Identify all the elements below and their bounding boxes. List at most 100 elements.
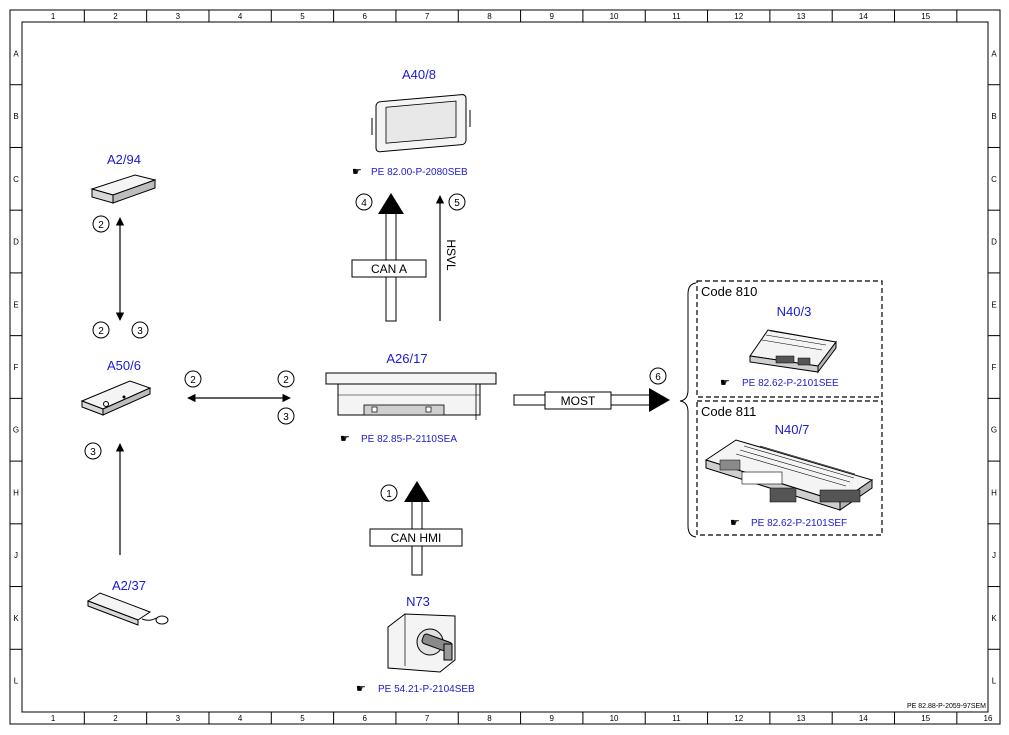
row-marker: K bbox=[13, 614, 19, 623]
a40-8-reference[interactable]: ☛ PE 82.00-P-2080SEB bbox=[352, 165, 468, 178]
svg-text:3: 3 bbox=[90, 447, 96, 458]
marker-2-link-left: 2 bbox=[184, 370, 202, 388]
n73-ignition-switch bbox=[387, 613, 456, 673]
column-marker: 8 bbox=[487, 12, 492, 21]
row-marker: F bbox=[992, 363, 997, 372]
column-marker: 13 bbox=[797, 714, 806, 723]
column-marker: 14 bbox=[859, 714, 868, 723]
row-marker: D bbox=[991, 238, 997, 247]
can-hmi-label: CAN HMI bbox=[391, 531, 442, 545]
n40-7-ref-link[interactable]: PE 82.62-P-2101SEF bbox=[751, 518, 847, 529]
row-marker: E bbox=[13, 300, 18, 309]
n73-reference[interactable]: ☛ PE 54.21-P-2104SEB bbox=[356, 682, 475, 695]
column-marker: 14 bbox=[859, 12, 868, 21]
a50-6-module bbox=[80, 380, 152, 416]
column-marker: 3 bbox=[176, 12, 181, 21]
most-label: MOST bbox=[561, 394, 596, 408]
column-marker: 2 bbox=[113, 714, 118, 723]
grid-ruler: 1122334455667788991010111112121313141415… bbox=[10, 10, 1000, 724]
n40-7-label: N40/7 bbox=[775, 422, 810, 437]
svg-text:1: 1 bbox=[386, 489, 392, 500]
hsvl-line: HSVL bbox=[435, 195, 458, 321]
row-marker: A bbox=[991, 49, 997, 58]
row-marker: B bbox=[991, 112, 996, 121]
marker-1: 1 bbox=[380, 484, 398, 502]
column-marker: 4 bbox=[238, 12, 243, 21]
svg-text:2: 2 bbox=[98, 326, 104, 337]
pointing-hand-icon: ☛ bbox=[356, 682, 366, 695]
pointing-hand-icon: ☛ bbox=[730, 516, 740, 529]
row-marker: L bbox=[992, 677, 997, 686]
marker-3-a2-37: 3 bbox=[84, 442, 102, 460]
svg-text:2: 2 bbox=[283, 375, 289, 386]
a40-8-ref-link[interactable]: PE 82.00-P-2080SEB bbox=[371, 167, 468, 178]
marker-2-a2-94: 2 bbox=[92, 215, 110, 233]
marker-3-a50-6: 3 bbox=[131, 321, 149, 339]
row-marker: H bbox=[13, 488, 19, 497]
row-marker: G bbox=[991, 426, 997, 435]
n40-7-amplifier bbox=[704, 439, 874, 511]
row-marker: L bbox=[14, 677, 19, 686]
hsvl-label: HSVL bbox=[444, 239, 458, 271]
row-marker: G bbox=[13, 426, 19, 435]
inner-frame bbox=[21, 21, 989, 713]
document-id: PE 82.88-P-2059-97SEM bbox=[907, 703, 986, 710]
row-marker: B bbox=[13, 112, 18, 121]
a2-37-label: A2/37 bbox=[112, 578, 146, 593]
code-811-box: Code 811 N40/7 ☛ PE 82.62-P-2101SEF bbox=[696, 400, 883, 536]
n40-3-amplifier bbox=[749, 329, 837, 374]
svg-text:2: 2 bbox=[98, 220, 104, 231]
row-marker: D bbox=[13, 238, 19, 247]
code-811-label: Code 811 bbox=[701, 404, 756, 419]
pointing-hand-icon: ☛ bbox=[720, 376, 730, 389]
column-marker: 11 bbox=[672, 12, 681, 21]
column-marker: 15 bbox=[921, 714, 930, 723]
column-marker: 16 bbox=[984, 714, 993, 723]
a26-17-unit bbox=[325, 372, 497, 420]
row-marker: A bbox=[13, 49, 19, 58]
a2-37-antenna bbox=[86, 592, 169, 626]
a26-17-label: A26/17 bbox=[386, 351, 427, 366]
a2-94-module bbox=[90, 174, 157, 204]
svg-text:5: 5 bbox=[454, 198, 460, 209]
marker-4: 4 bbox=[355, 193, 373, 211]
row-marker: H bbox=[991, 488, 997, 497]
row-marker: J bbox=[992, 551, 996, 560]
column-marker: 12 bbox=[734, 714, 743, 723]
column-marker: 5 bbox=[300, 714, 305, 723]
row-marker: J bbox=[14, 551, 18, 560]
can-hmi-bus: CAN HMI bbox=[369, 481, 463, 576]
a40-8-label: A40/8 bbox=[402, 67, 436, 82]
column-marker: 3 bbox=[176, 714, 181, 723]
column-marker: 7 bbox=[425, 714, 430, 723]
option-bracket bbox=[679, 282, 697, 538]
pointing-hand-icon: ☛ bbox=[352, 165, 362, 178]
svg-text:2: 2 bbox=[190, 375, 196, 386]
pointing-hand-icon: ☛ bbox=[340, 432, 350, 445]
column-marker: 4 bbox=[238, 714, 243, 723]
n73-ref-link[interactable]: PE 54.21-P-2104SEB bbox=[378, 684, 475, 695]
a26-17-reference[interactable]: ☛ PE 82.85-P-2110SEA bbox=[340, 432, 457, 445]
can-a-bus: CAN A bbox=[351, 193, 427, 322]
a2-94-label: A2/94 bbox=[107, 152, 141, 167]
n40-3-ref-link[interactable]: PE 82.62-P-2101SEE bbox=[742, 378, 839, 389]
column-marker: 2 bbox=[113, 12, 118, 21]
a26-17-ref-link[interactable]: PE 82.85-P-2110SEA bbox=[361, 434, 457, 445]
column-marker: 10 bbox=[610, 714, 619, 723]
a50-6-label: A50/6 bbox=[107, 358, 141, 373]
svg-text:3: 3 bbox=[283, 412, 289, 423]
can-a-label: CAN A bbox=[371, 262, 407, 276]
marker-5: 5 bbox=[448, 193, 466, 211]
row-marker: K bbox=[991, 614, 997, 623]
n40-3-label: N40/3 bbox=[777, 304, 812, 319]
row-marker: F bbox=[14, 363, 19, 372]
column-marker: 6 bbox=[363, 714, 368, 723]
column-marker: 9 bbox=[550, 714, 555, 723]
column-marker: 11 bbox=[672, 714, 681, 723]
row-marker: E bbox=[991, 300, 996, 309]
a40-8-display-unit bbox=[371, 94, 471, 153]
column-marker: 9 bbox=[550, 12, 555, 21]
marker-2-link-right: 2 bbox=[277, 370, 295, 388]
code-810-box: Code 810 N40/3 ☛ PE 82.62-P-2101SEE bbox=[696, 280, 883, 398]
